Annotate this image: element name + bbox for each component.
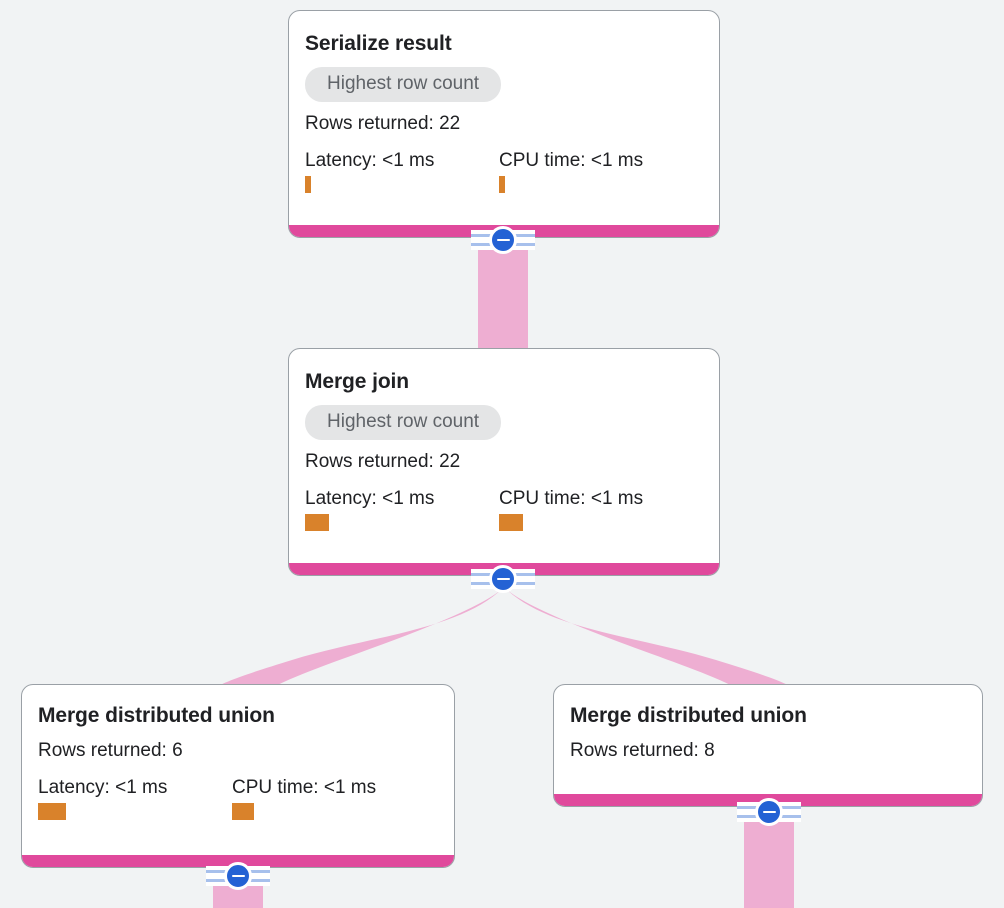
rows-returned-text: Rows returned: 22 bbox=[305, 113, 461, 134]
minus-icon bbox=[489, 226, 517, 254]
minus-glyph bbox=[496, 577, 510, 581]
minus-glyph bbox=[496, 238, 510, 242]
metric-latency-label: Latency: <1 ms bbox=[305, 488, 435, 509]
metric-cpu-time-bar bbox=[232, 803, 254, 820]
node-merge-distributed-union-left[interactable]: Merge distributed union Rows returned: 6… bbox=[21, 684, 455, 868]
node-title: Merge distributed union bbox=[38, 704, 275, 727]
metric-latency-bar bbox=[305, 176, 311, 193]
collapse-toggle-serialize-result[interactable] bbox=[471, 226, 535, 254]
metric-cpu-time-label: CPU time: <1 ms bbox=[232, 777, 377, 798]
rows-returned-text: Rows returned: 6 bbox=[38, 740, 183, 761]
metric-cpu-time-label: CPU time: <1 ms bbox=[499, 488, 644, 509]
metric-latency: Latency: <1 ms bbox=[38, 777, 232, 820]
minus-icon bbox=[489, 565, 517, 593]
metric-cpu-time-label: CPU time: <1 ms bbox=[499, 150, 644, 171]
metrics-row: Latency: <1 ms CPU time: <1 ms bbox=[305, 488, 703, 531]
edge-union-right-to-child bbox=[744, 814, 794, 908]
metric-latency-bar bbox=[38, 803, 66, 820]
collapse-toggle-union-left[interactable] bbox=[206, 862, 270, 890]
node-title: Merge join bbox=[305, 370, 410, 393]
minus-glyph bbox=[762, 810, 776, 814]
metrics-row: Latency: <1 ms CPU time: <1 ms bbox=[38, 777, 438, 820]
metric-latency-bar bbox=[305, 514, 329, 531]
edge-mergejoin-to-union-left bbox=[212, 588, 503, 690]
collapse-toggle-merge-join[interactable] bbox=[471, 565, 535, 593]
node-serialize-result[interactable]: Serialize result Highest row count Rows … bbox=[288, 10, 720, 238]
metrics-row: Latency: <1 ms CPU time: <1 ms bbox=[305, 150, 703, 193]
minus-glyph bbox=[231, 874, 245, 878]
collapse-toggle-union-right[interactable] bbox=[737, 798, 801, 826]
node-merge-join[interactable]: Merge join Highest row count Rows return… bbox=[288, 348, 720, 576]
metric-cpu-time-bar bbox=[499, 514, 523, 531]
metric-latency: Latency: <1 ms bbox=[305, 150, 499, 193]
status-badge: Highest row count bbox=[305, 405, 502, 440]
metric-latency-label: Latency: <1 ms bbox=[38, 777, 168, 798]
minus-icon bbox=[755, 798, 783, 826]
edge-serialize-to-mergejoin bbox=[478, 248, 528, 352]
node-body: Merge join Highest row count Rows return… bbox=[289, 349, 719, 563]
node-merge-distributed-union-right[interactable]: Merge distributed union Rows returned: 8 bbox=[553, 684, 983, 807]
minus-icon bbox=[224, 862, 252, 890]
node-footer-bar bbox=[22, 855, 454, 867]
node-title: Merge distributed union bbox=[570, 704, 807, 727]
edge-mergejoin-to-union-right bbox=[505, 588, 796, 690]
metric-cpu-time: CPU time: <1 ms bbox=[499, 150, 643, 193]
status-badge: Highest row count bbox=[305, 67, 502, 102]
metric-cpu-time: CPU time: <1 ms bbox=[232, 777, 376, 820]
metric-cpu-time: CPU time: <1 ms bbox=[499, 488, 643, 531]
node-body: Serialize result Highest row count Rows … bbox=[289, 11, 719, 225]
metric-latency: Latency: <1 ms bbox=[305, 488, 499, 531]
node-title: Serialize result bbox=[305, 32, 452, 55]
metric-cpu-time-bar bbox=[499, 176, 505, 193]
rows-returned-text: Rows returned: 22 bbox=[305, 451, 461, 472]
node-body: Merge distributed union Rows returned: 8 bbox=[554, 685, 982, 794]
rows-returned-text: Rows returned: 8 bbox=[570, 740, 715, 761]
node-body: Merge distributed union Rows returned: 6… bbox=[22, 685, 454, 855]
metric-latency-label: Latency: <1 ms bbox=[305, 150, 435, 171]
